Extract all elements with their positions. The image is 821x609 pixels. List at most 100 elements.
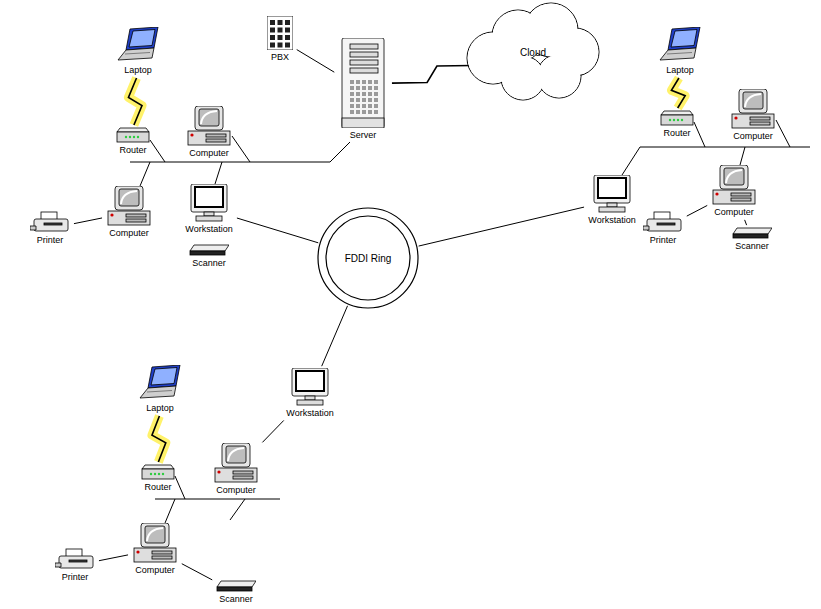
cloud-label: Cloud — [520, 47, 546, 58]
pbx-slot — [278, 35, 283, 40]
router-led — [677, 119, 679, 121]
drop-line — [776, 120, 790, 147]
laptop-display — [129, 30, 155, 48]
device-label: Workstation — [588, 215, 635, 226]
router-led — [129, 136, 131, 138]
pbx-slot — [285, 43, 290, 48]
drop-line — [694, 122, 705, 147]
router-led — [669, 119, 671, 121]
vent-cell — [362, 86, 366, 90]
device-label: Workstation — [185, 224, 232, 235]
router-led — [673, 119, 675, 121]
vent-cell — [362, 98, 366, 102]
monitor-stand — [305, 396, 315, 400]
monitor-case — [222, 443, 250, 467]
workstation-icon — [592, 175, 632, 213]
laptop-icon — [658, 27, 702, 63]
network-link — [99, 555, 128, 561]
scanner-lid — [217, 581, 256, 587]
drop-line — [140, 162, 150, 186]
vent-cell — [350, 86, 354, 90]
monitor-case — [594, 175, 630, 203]
cloud-fill — [502, 57, 545, 100]
drop-line — [150, 140, 165, 162]
drop-line — [230, 499, 245, 520]
device-label: Computer — [135, 565, 175, 576]
printer-device: Printer — [28, 211, 72, 246]
vent-cell — [362, 92, 366, 96]
pbx-slot — [285, 28, 290, 33]
drop-line — [740, 147, 745, 165]
printer-tray — [30, 226, 36, 230]
laptop-screen — [668, 27, 700, 50]
laptop-base — [660, 48, 696, 60]
monitor-case — [720, 165, 748, 189]
monitor-screen — [743, 92, 763, 109]
screen-glare — [147, 528, 163, 541]
laptop-device: Laptop — [136, 365, 184, 414]
vent-cell — [368, 92, 372, 96]
printer-icon — [643, 211, 683, 233]
network-link — [687, 205, 707, 216]
pbx-slot — [278, 20, 283, 25]
laptop-device: Laptop — [114, 27, 162, 76]
bus-line — [330, 142, 350, 162]
network-link — [74, 218, 102, 224]
server-icon — [338, 38, 388, 128]
monitor-screen — [296, 371, 324, 391]
pbx-case — [267, 16, 293, 50]
printer-body — [647, 219, 681, 231]
monitor-base — [196, 216, 222, 221]
laptop-screen — [148, 365, 180, 388]
vent-cell — [374, 110, 378, 114]
device-label: Laptop — [666, 65, 694, 76]
monitor-screen — [119, 189, 139, 206]
wireless-beam — [671, 78, 685, 108]
printer-tray — [643, 226, 649, 230]
ring-label: FDDI Ring — [345, 253, 392, 264]
scanner-lid — [190, 245, 229, 251]
device-label: Laptop — [146, 403, 174, 414]
device-label: Printer — [37, 235, 64, 246]
vent-cell — [362, 104, 366, 108]
vent-cell — [368, 110, 372, 114]
vent-cell — [374, 98, 378, 102]
network-link — [745, 220, 747, 225]
bus-line — [130, 162, 330, 163]
monitor-screen — [199, 109, 219, 126]
laptop-icon — [116, 27, 160, 63]
power-led — [110, 213, 113, 216]
keyboard-line — [667, 53, 692, 55]
router-device: Router — [658, 110, 696, 139]
system-unit — [108, 211, 150, 225]
device-label: Printer — [650, 235, 677, 246]
computer-device: Computer — [709, 165, 759, 218]
scanner-device: Scanner — [187, 244, 231, 269]
drive-bay — [750, 122, 770, 125]
printer-icon — [55, 548, 95, 570]
router-led — [150, 473, 152, 475]
screen-glare — [726, 170, 742, 183]
computer-icon — [730, 89, 776, 129]
vent-cell — [362, 110, 366, 114]
computer-device: Computer — [211, 443, 261, 496]
vent-cell — [368, 104, 372, 108]
drop-line — [622, 147, 640, 175]
device-label: Computer — [714, 207, 754, 218]
power-led — [190, 133, 193, 136]
drive-bay — [152, 556, 172, 559]
device-label: Router — [119, 145, 146, 156]
device-label: Computer — [216, 485, 256, 496]
printer-device: Printer — [641, 211, 685, 246]
bus-line — [640, 147, 810, 148]
vent-cell — [356, 98, 360, 102]
cloud-shape: Cloud — [463, 2, 603, 102]
power-led — [136, 550, 139, 553]
wireless-beam — [128, 78, 142, 125]
printer-slot — [44, 223, 62, 225]
router-front — [117, 132, 149, 142]
laptop-display — [151, 368, 177, 386]
monitor-case — [739, 89, 767, 113]
